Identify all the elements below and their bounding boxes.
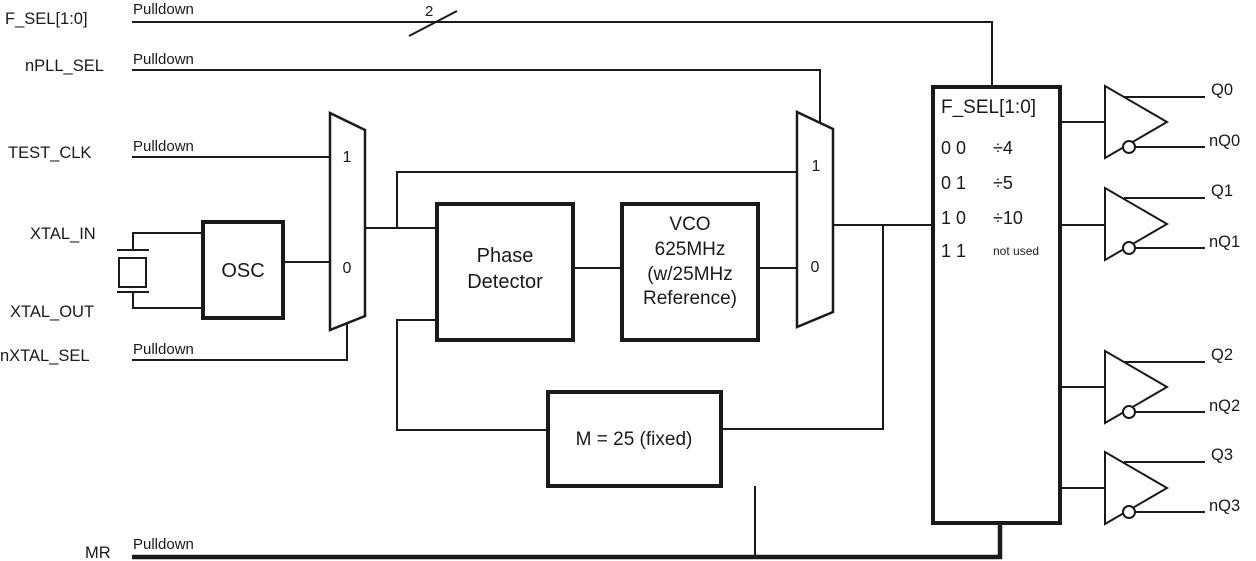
divider-code-0: 0 0 <box>941 138 966 158</box>
output-buffer-0: Q0 nQ0 <box>1104 81 1240 160</box>
xtal-net: XTAL_IN XTAL_OUT <box>10 225 203 321</box>
output-buffer-1: Q1 nQ1 <box>1104 182 1240 262</box>
m-divider-label: M = 25 (fixed) <box>576 429 693 450</box>
pulldown-label-nxtal-sel: Pulldown <box>133 341 194 358</box>
fsel-wire <box>132 21 993 87</box>
pll-bypass-wire <box>396 171 797 228</box>
output-label-q2: Q2 <box>1211 346 1233 364</box>
bypass-mux-port1-label: 1 <box>812 158 821 175</box>
output-divider-box <box>931 85 1062 525</box>
input-mux-port0-label: 0 <box>343 260 352 277</box>
nxtal-sel-net: nXTAL_SEL Pulldown <box>0 323 348 365</box>
signal-label-fsel: F_SEL[1:0] <box>5 10 88 28</box>
divider-value-3: not used <box>993 244 1039 258</box>
osc-block: OSC <box>201 220 285 320</box>
osc-label: OSC <box>221 260 264 282</box>
input-mux-port1-label: 1 <box>343 149 352 166</box>
inversion-bubble-icon <box>1122 241 1136 255</box>
crystal-icon <box>117 249 149 293</box>
inversion-bubble-icon <box>1122 140 1136 154</box>
output-buffer-2: Q2 nQ2 <box>1104 346 1240 425</box>
vco-block: VCO 625MHz (w/25MHz Reference) <box>620 202 760 342</box>
mr-net: MR Pulldown <box>85 523 1003 561</box>
divider-value-1: ÷5 <box>993 173 1013 193</box>
phase-detector-label-2: Detector <box>467 271 543 293</box>
bus-width-slash <box>408 10 458 37</box>
vco-label-3: (w/25MHz <box>647 264 733 285</box>
m-divider-box <box>546 390 723 488</box>
output-label-nq0: nQ0 <box>1209 132 1240 150</box>
bypass-mux: 1 0 <box>795 110 835 329</box>
pulldown-label-test-clk: Pulldown <box>133 138 194 155</box>
signal-label-npll-sel: nPLL_SEL <box>25 57 104 75</box>
inversion-bubble-icon <box>1122 405 1136 419</box>
signal-label-mr: MR <box>85 544 111 561</box>
divider-code-1: 0 1 <box>941 173 966 193</box>
inversion-bubble-icon <box>1122 505 1136 519</box>
output-divider-block: F_SEL[1:0] 0 0 ÷4 0 1 ÷5 1 0 ÷10 1 1 not… <box>931 85 1062 525</box>
bus-width-label: 2 <box>425 3 433 20</box>
fsel-input-net: 2 F_SEL[1:0] Pulldown <box>5 1 993 87</box>
output-label-q1: Q1 <box>1211 182 1233 200</box>
pulldown-label-mr: Pulldown <box>133 536 194 553</box>
phase-detector-block: Phase Detector <box>435 202 575 342</box>
internal-wires <box>282 121 1105 555</box>
output-divider-title: F_SEL[1:0] <box>941 97 1036 118</box>
signal-label-xtal-out: XTAL_OUT <box>10 303 94 321</box>
npll-sel-net: nPLL_SEL Pulldown <box>25 51 821 123</box>
divider-table-row-0: 0 0 ÷4 <box>941 138 1013 158</box>
buffer-triangle-icon <box>1104 186 1169 262</box>
pulldown-label-fsel: Pulldown <box>133 1 194 18</box>
input-mux: 1 0 <box>328 111 367 332</box>
divider-code-2: 1 0 <box>941 208 966 228</box>
bypass-mux-port0-label: 0 <box>811 259 820 276</box>
pulldown-label-npll-sel: Pulldown <box>133 51 194 68</box>
divider-table-row-3: 1 1 not used <box>941 241 1039 261</box>
buffer-triangle-icon <box>1104 450 1169 526</box>
buffer-triangle-icon <box>1104 349 1169 425</box>
bypass-mux-shape <box>795 110 835 329</box>
divider-value-0: ÷4 <box>993 138 1013 158</box>
npll-sel-wire <box>132 69 821 123</box>
output-label-nq2: nQ2 <box>1209 397 1240 415</box>
divider-table-row-1: 0 1 ÷5 <box>941 173 1013 193</box>
divider-code-3: 1 1 <box>941 241 966 261</box>
m-divider-block: M = 25 (fixed) <box>546 390 723 488</box>
test-clk-net: TEST_CLK Pulldown <box>8 138 330 162</box>
nxtal-sel-wire <box>132 323 348 361</box>
output-label-nq1: nQ1 <box>1209 233 1240 251</box>
buffer-triangle-icon <box>1104 84 1169 160</box>
vco-label-4: Reference) <box>643 288 737 309</box>
vco-label-2: 625MHz <box>655 239 726 260</box>
phase-detector-box <box>435 202 575 342</box>
vco-label-1: VCO <box>669 214 710 235</box>
signal-label-xtal-in: XTAL_IN <box>30 225 96 243</box>
feedback-to-pd-wire <box>396 319 548 431</box>
divider-table-row-2: 1 0 ÷10 <box>941 208 1023 228</box>
signal-label-test-clk: TEST_CLK <box>8 144 91 162</box>
output-label-q0: Q0 <box>1211 81 1233 99</box>
phase-detector-label-1: Phase <box>477 245 534 267</box>
output-label-nq3: nQ3 <box>1209 497 1240 515</box>
crystal-body <box>118 257 147 288</box>
mr-wire <box>132 523 1003 560</box>
output-label-q3: Q3 <box>1211 446 1233 464</box>
vco-box <box>620 202 760 342</box>
output-buffer-3: Q3 nQ3 <box>1104 446 1240 526</box>
signal-label-nxtal-sel: nXTAL_SEL <box>0 347 90 365</box>
osc-box <box>201 220 285 320</box>
feedback-tap-wire <box>723 225 884 430</box>
divider-value-2: ÷10 <box>993 208 1023 228</box>
input-mux-shape <box>328 111 367 332</box>
